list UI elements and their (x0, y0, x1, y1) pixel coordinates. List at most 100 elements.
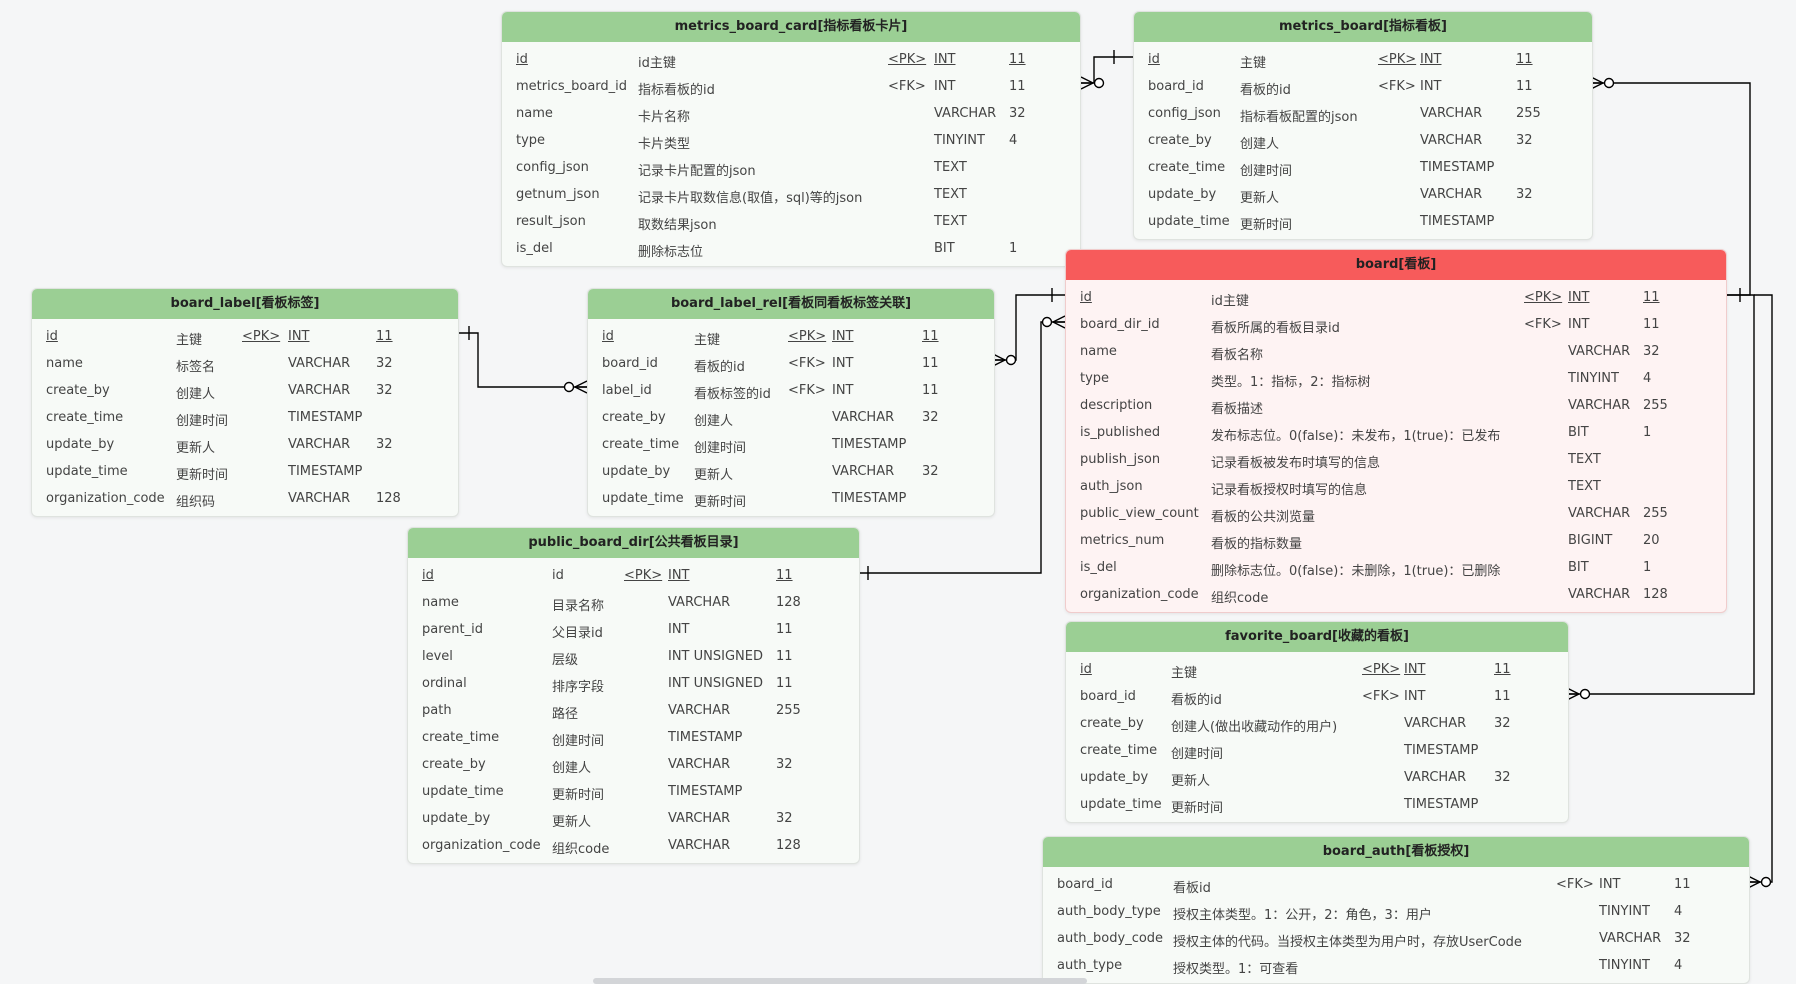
field-comment: 看板的id (1171, 693, 1222, 708)
field-name: is_del (1080, 560, 1117, 575)
field-comment: 更新时间 (1240, 218, 1293, 233)
field-comment: 看板名称 (1211, 348, 1264, 363)
field-type: INT (668, 622, 690, 637)
field-type: BIT (1568, 425, 1589, 440)
field-comment: 看板的id (694, 360, 745, 375)
field-name: update_time (1148, 214, 1230, 229)
field-length: 11 (1516, 79, 1533, 94)
field-length: 255 (1516, 106, 1541, 121)
field-length: 1 (1009, 241, 1018, 256)
field-length: 255 (1643, 506, 1668, 521)
field-length: 11 (922, 383, 939, 398)
field-type: TINYINT (1568, 371, 1619, 386)
field-name: update_time (1080, 797, 1162, 812)
field-name: id (602, 329, 614, 344)
field-comment: 更新时间 (176, 468, 229, 483)
field-comment: 更新时间 (694, 495, 747, 510)
entity-title: board_label_rel[看板同看板标签关联] (588, 289, 994, 319)
field-comment: 卡片类型 (638, 137, 691, 152)
field-type: VARCHAR (1420, 133, 1483, 148)
crows-foot-rel-label-zero (563, 381, 575, 393)
field-name: update_by (602, 464, 671, 479)
field-type: TIMESTAMP (832, 491, 907, 506)
horizontal-scrollbar[interactable] (593, 978, 1087, 984)
field-key: <PK> (788, 329, 827, 344)
field-type: TEXT (934, 160, 967, 175)
field-length: 11 (776, 568, 793, 583)
